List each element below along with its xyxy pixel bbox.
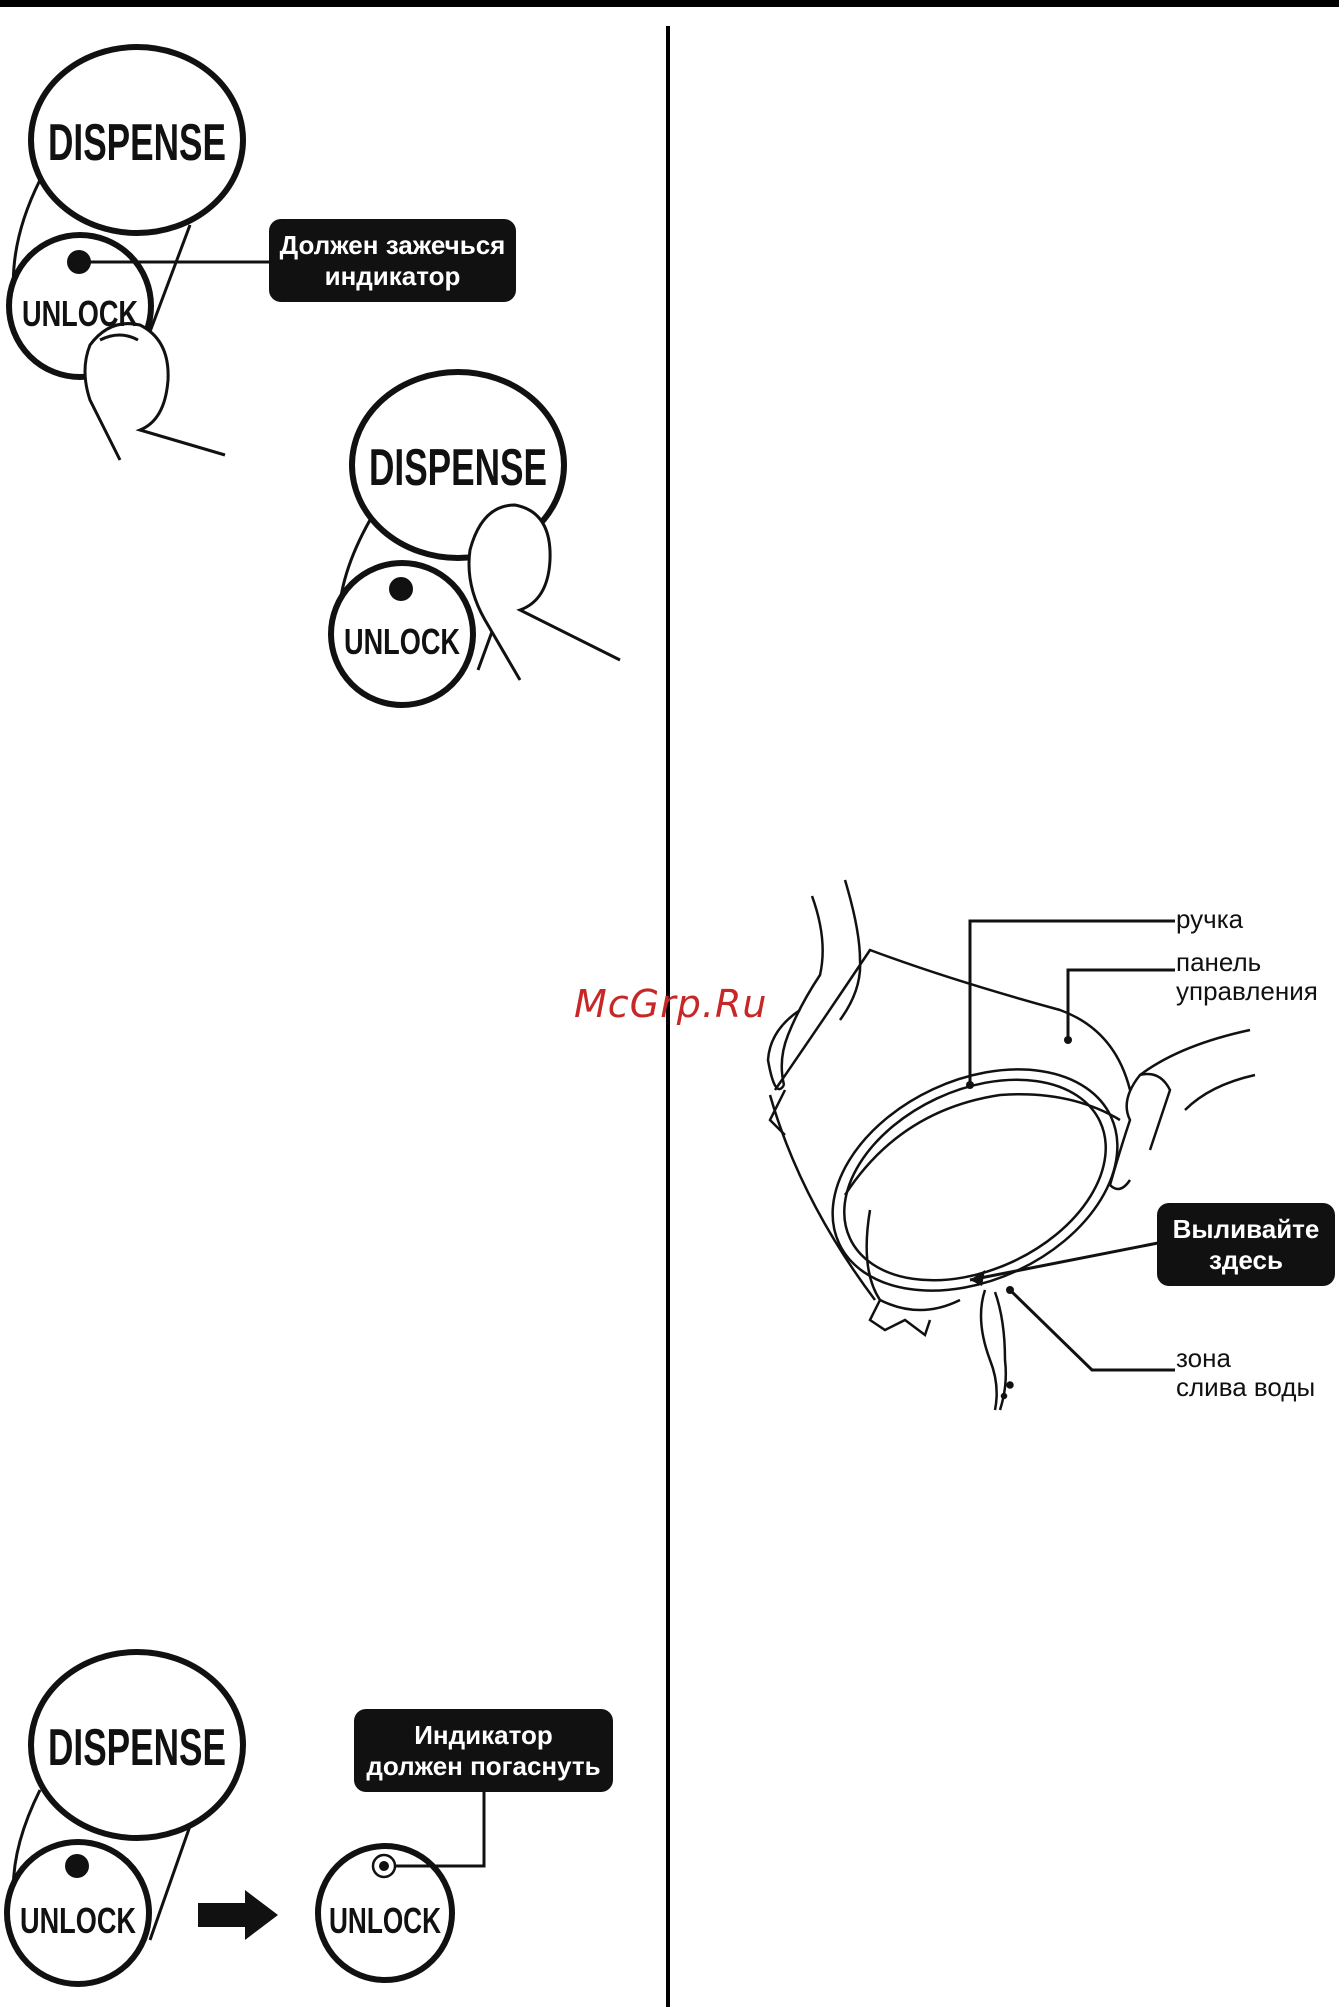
- callout-indicator-off: Индикатор должен погаснуть: [354, 1709, 613, 1792]
- dispense-label-3: DISPENSE: [48, 1719, 226, 1777]
- unlock-label-4: UNLOCK: [329, 1900, 441, 1941]
- arrow-right-icon: [198, 1890, 278, 1940]
- label-handle: ручка: [1176, 905, 1243, 934]
- unlock-label-2: UNLOCK: [344, 621, 460, 662]
- finger-2: [469, 505, 620, 680]
- callout-indicator-off-line1: Индикатор: [354, 1720, 613, 1751]
- leader-drain-zone: [1010, 1290, 1175, 1370]
- label-control-panel-line1: панель: [1176, 948, 1318, 977]
- label-drain-zone: зона слива воды: [1176, 1344, 1315, 1402]
- dispense-label-1: DISPENSE: [48, 114, 226, 172]
- leader-handle: [970, 921, 1175, 1085]
- callout-indicator-on: Должен зажечься индикатор: [269, 219, 516, 302]
- callout-indicator-off-line2: должен погаснуть: [354, 1751, 613, 1782]
- dispense-label-2: DISPENSE: [369, 439, 547, 497]
- callout-pour-here-line1: Выливайте: [1157, 1214, 1335, 1245]
- callout-indicator-on-line1: Должен зажечься: [269, 230, 516, 261]
- indicator-dot-2: [389, 577, 413, 601]
- figure-press-unlock: [9, 47, 270, 460]
- label-control-panel-line2: управления: [1176, 977, 1318, 1006]
- label-control-panel: панель управления: [1176, 948, 1318, 1006]
- callout-indicator-on-line2: индикатор: [269, 261, 516, 292]
- indicator-dot-3: [65, 1854, 89, 1878]
- unlock-label-1: UNLOCK: [22, 293, 138, 334]
- label-drain-zone-line2: слива воды: [1176, 1373, 1315, 1402]
- unlock-label-3: UNLOCK: [20, 1900, 136, 1941]
- callout-pour-here: Выливайте здесь: [1157, 1203, 1335, 1286]
- leader-pour-here: [970, 1243, 1158, 1280]
- callout-pour-here-line2: здесь: [1157, 1245, 1335, 1276]
- label-drain-zone-line1: зона: [1176, 1344, 1315, 1373]
- watermark: McGrp.Ru: [574, 982, 767, 1026]
- leader-control-panel: [1068, 970, 1175, 1040]
- finger-1: [85, 324, 225, 460]
